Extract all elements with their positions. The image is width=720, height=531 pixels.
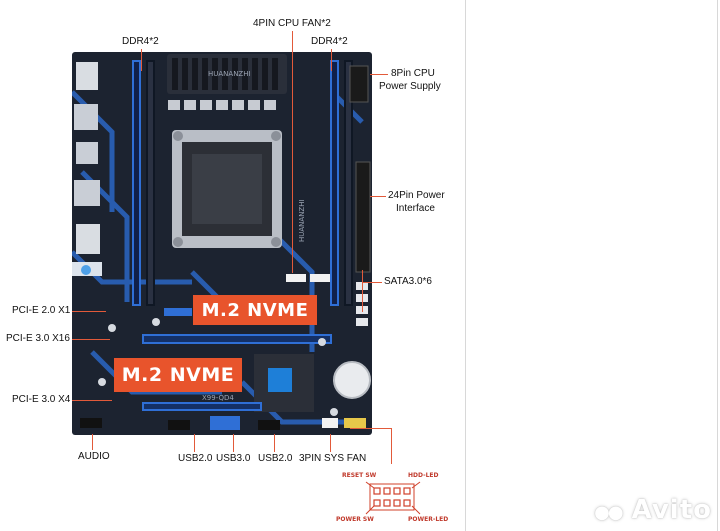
- label-sata: SATA3.0*6: [384, 276, 432, 287]
- leader-pcie-x16: [72, 339, 110, 340]
- leader-ddr4-left: [141, 49, 142, 71]
- board-model-text: X99-QD4: [202, 394, 234, 402]
- leader-cpu-fan: [292, 31, 293, 273]
- avito-watermark-text: Avito: [631, 495, 712, 525]
- leader-sata-h: [362, 282, 382, 283]
- leader-usb3: [233, 434, 234, 452]
- label-ddr4-left: DDR4*2: [122, 36, 159, 47]
- leader-sys-fan: [330, 434, 331, 452]
- leader-sata-v: [362, 270, 363, 312]
- front-panel-reset-label: RESET SW: [342, 472, 377, 479]
- front-panel-power-sw-label: POWER SW: [336, 516, 374, 523]
- nvme-badge-bottom: M.2 NVME: [114, 358, 242, 392]
- leader-atx-power: [370, 196, 386, 197]
- board-brand-text: HUANANZHI: [208, 70, 251, 78]
- label-ddr4-right: DDR4*2: [311, 36, 348, 47]
- label-cpu-power-line1: 8Pin CPU: [391, 68, 435, 79]
- label-cpu-fan: 4PIN CPU FAN*2: [253, 18, 331, 29]
- label-pcie-x1: PCI-E 2.0 X1: [12, 305, 71, 316]
- leader-usb2-right: [274, 434, 275, 452]
- label-sys-fan: 3PIN SYS FAN: [299, 453, 367, 464]
- label-audio: AUDIO: [78, 451, 110, 462]
- front-panel-diagram: RESET SW HDD-LED POWER SW POWER-LED: [336, 464, 448, 524]
- label-usb3: USB3.0: [216, 453, 251, 464]
- leader-cpu-power: [370, 74, 388, 75]
- leader-audio: [92, 434, 93, 450]
- motherboard-graphic: HUANANZHI HUANANZHI: [72, 54, 371, 430]
- avito-watermark: ●● Avito: [594, 495, 712, 525]
- front-panel-hdd-label: HDD-LED: [408, 472, 439, 479]
- label-atx-power-line2: Interface: [396, 203, 435, 214]
- label-pcie-x16: PCI-E 3.0 X16: [6, 333, 70, 344]
- leader-front-panel-v: [391, 428, 392, 464]
- label-pcie-x4: PCI-E 3.0 X4: [12, 394, 71, 405]
- avito-dots-icon: ●●: [594, 502, 623, 523]
- front-panel-power-led-label: POWER-LED: [408, 516, 449, 523]
- board-brand-vertical-text: HUANANZHI: [298, 199, 306, 242]
- leader-pcie-x1: [72, 311, 106, 312]
- label-cpu-power-line2: Power Supply: [379, 81, 441, 92]
- front-panel-pins: [365, 481, 421, 515]
- label-usb2-left: USB2.0: [178, 453, 213, 464]
- leader-usb2-left: [194, 434, 195, 452]
- leader-front-panel-h: [350, 428, 392, 429]
- frame-line-right: [717, 0, 718, 531]
- leader-pcie-x4: [72, 400, 112, 401]
- nvme-badge-top: M.2 NVME: [193, 295, 317, 325]
- label-usb2-right: USB2.0: [258, 453, 293, 464]
- label-atx-power-line1: 24Pin Power: [388, 190, 445, 201]
- frame-line-left: [465, 0, 466, 531]
- leader-ddr4-right: [331, 49, 332, 71]
